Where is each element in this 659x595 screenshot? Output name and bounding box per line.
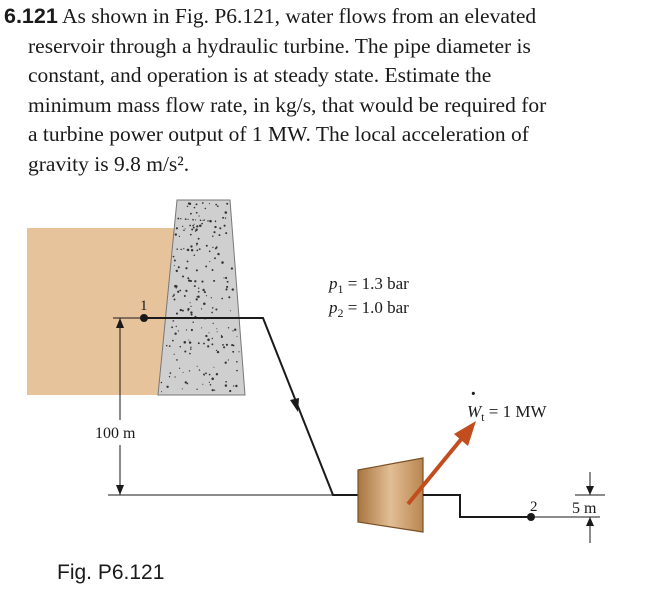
figure-caption: Fig. P6.121	[57, 561, 165, 584]
flow-arrow	[290, 398, 299, 412]
outlet-dim-arrow-bottom	[586, 517, 594, 526]
problem-line-6: gravity is 9.8 m/s².	[28, 151, 190, 176]
dam-texture	[160, 202, 240, 393]
outlet-dim-arrow-top	[586, 486, 594, 495]
p1-label: p1 = 1.3 bar	[328, 274, 409, 296]
power-arrow-shaft	[406, 435, 465, 506]
turbine	[357, 457, 424, 533]
height-dim-arrow-bottom	[116, 485, 124, 495]
point-1-marker	[140, 314, 148, 322]
problem-line-1: 6.121 As shown in Fig. P6.121, water flo…	[4, 4, 537, 28]
point-2-label: 2	[530, 499, 538, 515]
problem-line-4: minimum mass flow rate, in kg/s, that wo…	[28, 92, 547, 117]
height-dim-arrow-top	[116, 318, 124, 328]
height-label: 100 m	[95, 425, 136, 442]
outlet-pipe	[423, 494, 531, 518]
power-dot: ·	[470, 383, 477, 405]
problem-line-5: a turbine power output of 1 MW. The loca…	[28, 122, 529, 146]
power-arrow-head	[454, 421, 476, 446]
outlet-height-label: 5 m	[572, 500, 597, 517]
point-1-label: 1	[140, 298, 148, 314]
problem-number: 6.121	[4, 4, 58, 28]
reservoir	[27, 228, 177, 395]
problem-line-2: reservoir through a hydraulic turbine. T…	[28, 33, 531, 58]
p2-label: p2 = 1.0 bar	[328, 298, 409, 320]
power-label: Wt = 1 MW	[467, 402, 547, 424]
problem-line-3: constant, and operation is at steady sta…	[28, 63, 492, 87]
problem-statement: 6.121 As shown in Fig. P6.121, water flo…	[4, 2, 654, 179]
